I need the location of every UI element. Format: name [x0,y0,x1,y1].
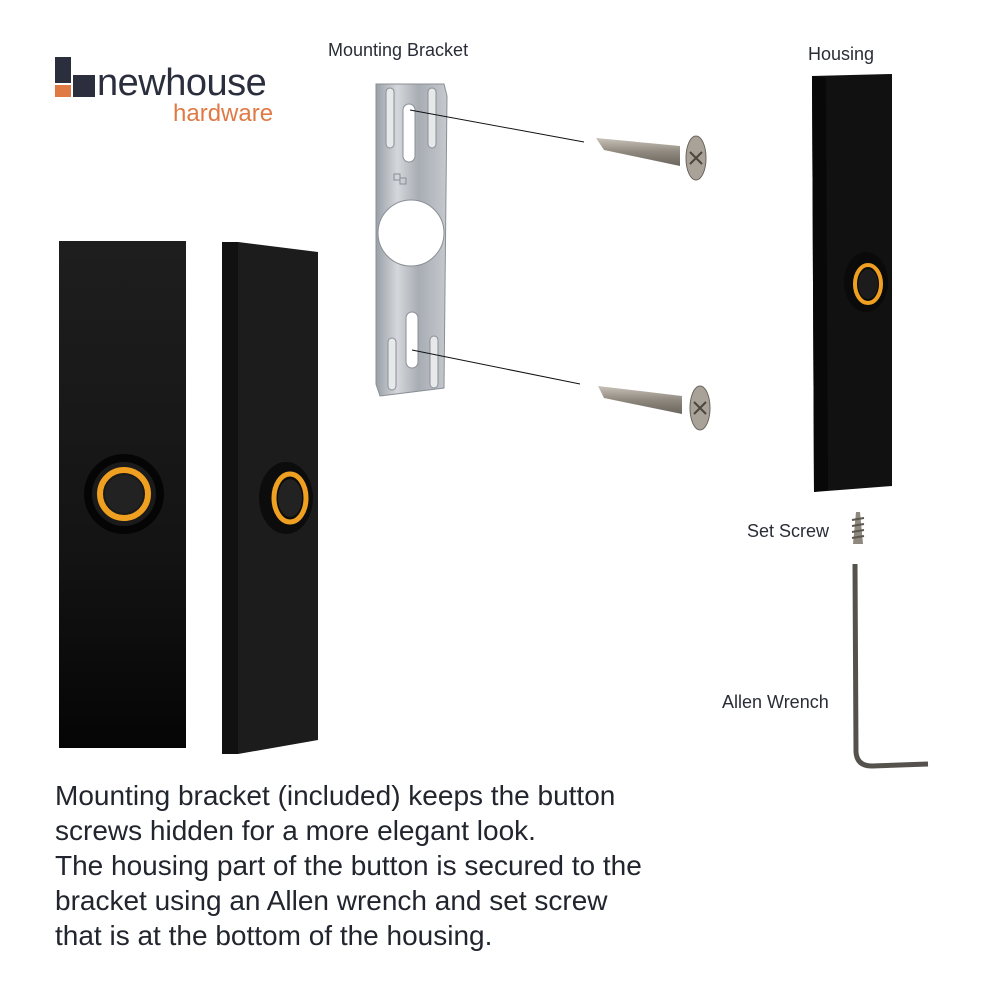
description-text: Mounting bracket (included) keeps the bu… [55,778,715,953]
label-allen-wrench: Allen Wrench [722,692,829,712]
label-mounting-bracket: Mounting Bracket [328,40,469,60]
description-line: The housing part of the button is secure… [55,850,642,881]
housing-image [812,74,892,492]
description-line: that is at the bottom of the housing. [55,920,493,951]
label-housing: Housing [808,44,875,64]
brand-name: newhouse [97,62,267,104]
description-line: Mounting bracket (included) keeps the bu… [55,780,616,811]
description-line: bracket using an Allen wrench and set sc… [55,885,608,916]
set-screw-image [851,512,865,544]
leader-line-top [409,109,585,143]
label-set-screw: Set Screw [747,521,830,541]
description-line: screws hidden for a more elegant look. [55,815,536,846]
mounting-bracket-image [375,83,448,397]
screw-top [596,135,707,181]
logo-mark-icon [55,57,95,97]
allen-wrench-image [852,563,929,769]
screw-bottom [598,385,711,431]
doorbell-angled-view [222,242,318,754]
brand-sub: hardware [173,100,274,127]
doorbell-front-view [59,241,186,748]
leader-line-bottom [411,349,581,385]
